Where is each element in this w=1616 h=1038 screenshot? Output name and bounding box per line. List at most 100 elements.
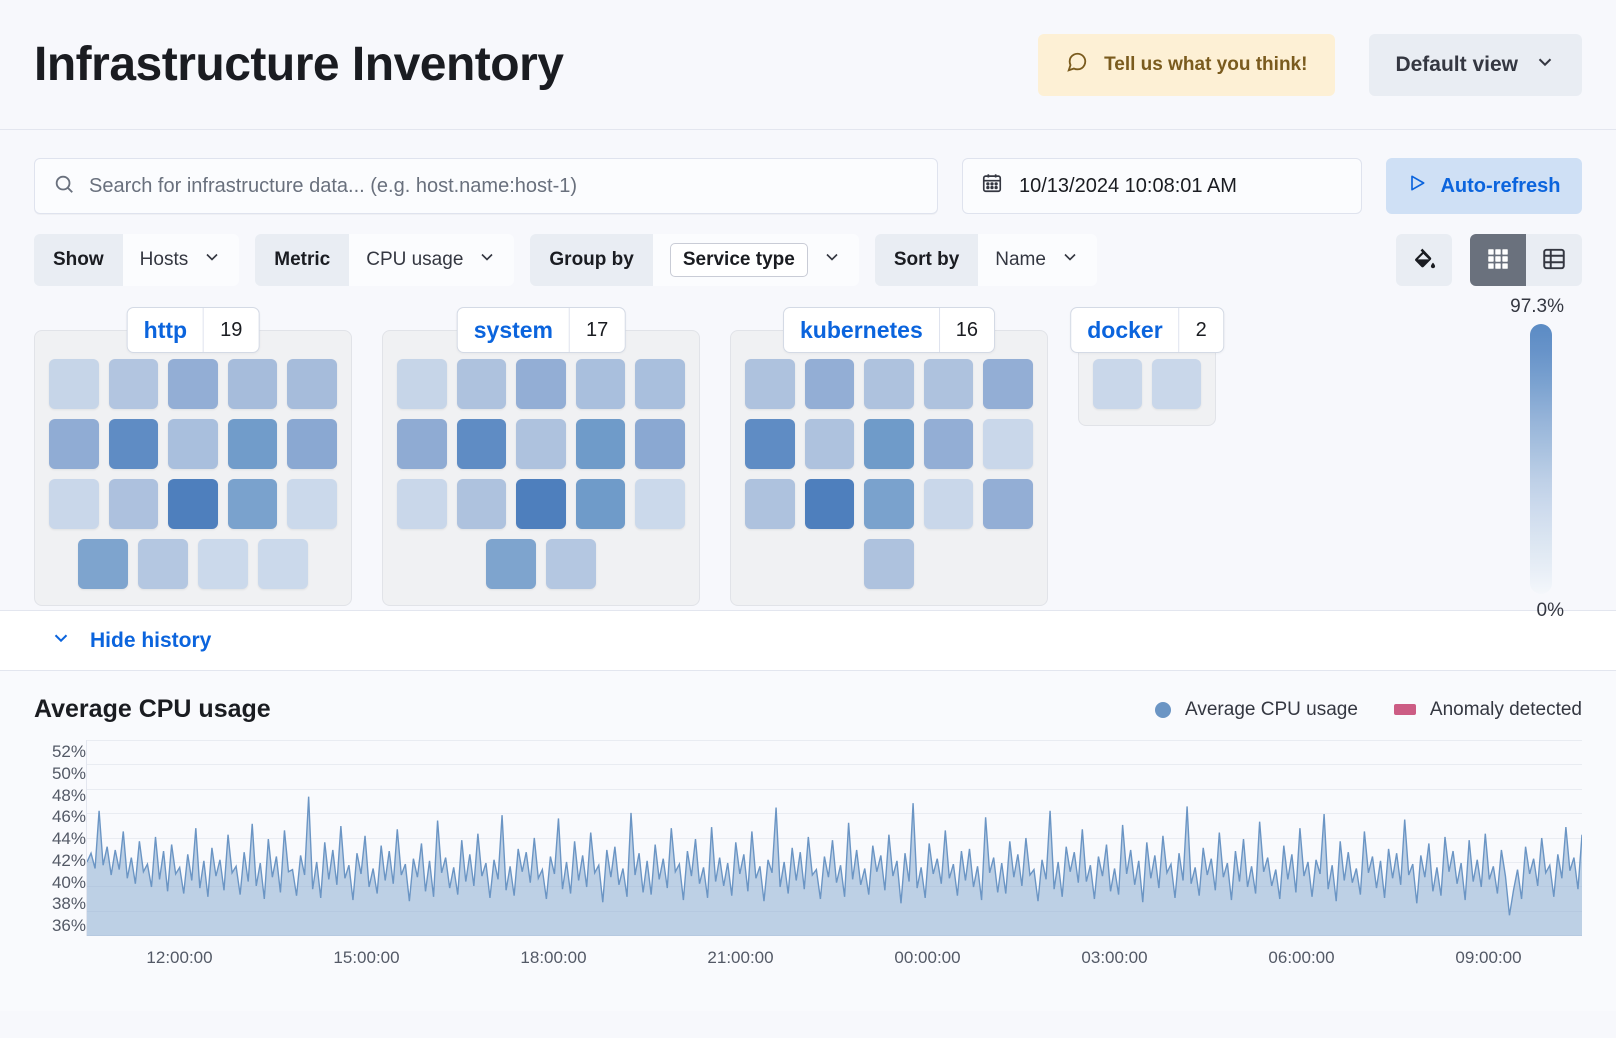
heatmap-cell[interactable] bbox=[804, 479, 855, 529]
group-name-label[interactable]: kubernetes bbox=[800, 316, 923, 343]
paint-bucket-icon-button[interactable] bbox=[1396, 234, 1452, 286]
history-chart-panel: Average CPU usage Average CPU usage Anom… bbox=[0, 671, 1616, 1011]
filter-group-by-label: Group by bbox=[530, 234, 653, 286]
heatmap-cell[interactable] bbox=[923, 419, 974, 469]
table-view-toggle[interactable] bbox=[1526, 234, 1582, 286]
date-picker-value: 10/13/2024 10:08:01 AM bbox=[1019, 174, 1237, 197]
heatmap-cell[interactable] bbox=[108, 479, 159, 529]
view-toggle bbox=[1470, 234, 1582, 286]
group-name-label[interactable]: system bbox=[473, 316, 554, 343]
heatmap-cell[interactable] bbox=[804, 419, 855, 469]
heatmap-cell[interactable] bbox=[49, 359, 99, 409]
heatmap-cell[interactable] bbox=[804, 359, 855, 409]
heatmap-cell[interactable] bbox=[258, 539, 308, 589]
auto-refresh-button[interactable]: Auto-refresh bbox=[1386, 158, 1582, 214]
heatmap-cell[interactable] bbox=[78, 539, 128, 589]
gridline bbox=[87, 813, 1582, 815]
heatmap-cell[interactable] bbox=[864, 479, 914, 529]
heatmap-cell[interactable] bbox=[923, 359, 974, 409]
gridline bbox=[87, 788, 1582, 790]
heatmap-cell[interactable] bbox=[198, 539, 248, 589]
heatmap-cell[interactable] bbox=[635, 359, 685, 409]
chart-plot-area[interactable] bbox=[86, 740, 1582, 936]
table-view-icon bbox=[1541, 246, 1567, 275]
heatmap-cell[interactable] bbox=[456, 479, 507, 529]
heatmap-cell[interactable] bbox=[1093, 359, 1142, 409]
heatmap-cell[interactable] bbox=[864, 359, 914, 409]
heatmap-cell[interactable] bbox=[49, 419, 99, 469]
x-tick-label: 00:00:00 bbox=[894, 948, 961, 967]
heatmap-cell[interactable] bbox=[108, 419, 159, 469]
heatmap-cell[interactable] bbox=[397, 479, 447, 529]
heatmap-cell[interactable] bbox=[486, 539, 536, 589]
heatmap-cell[interactable] bbox=[168, 359, 218, 409]
group-name-label[interactable]: http bbox=[143, 316, 188, 343]
heatmap-cell[interactable] bbox=[287, 419, 337, 469]
heatmap-cell[interactable] bbox=[575, 479, 626, 529]
heatmap-cell[interactable] bbox=[745, 419, 795, 469]
filter-metric-value[interactable]: CPU usage bbox=[349, 234, 515, 286]
cell-row bbox=[1093, 359, 1201, 409]
heatmap-cell[interactable] bbox=[575, 419, 626, 469]
heatmap-cell[interactable] bbox=[138, 539, 188, 589]
heatmap-cell[interactable] bbox=[1152, 359, 1201, 409]
heatmap-cell[interactable] bbox=[983, 419, 1033, 469]
heatmap-cell[interactable] bbox=[864, 539, 914, 589]
cell-row bbox=[745, 479, 1033, 529]
search-input-wrapper[interactable] bbox=[34, 158, 938, 214]
heatmap-cell[interactable] bbox=[227, 359, 278, 409]
heatmap-cell[interactable] bbox=[397, 359, 447, 409]
filter-sort-by-selected: Name bbox=[995, 249, 1046, 270]
color-legend-scale: 97.3% 0% bbox=[1474, 296, 1564, 622]
group-name-label[interactable]: docker bbox=[1087, 316, 1163, 343]
heatmap-cell[interactable] bbox=[168, 479, 218, 529]
chart-legend: Average CPU usage Anomaly detected bbox=[1155, 699, 1582, 721]
heatmap-cell[interactable] bbox=[516, 419, 566, 469]
chevron-down-icon bbox=[202, 247, 222, 273]
heatmap-cell[interactable] bbox=[287, 479, 337, 529]
heatmap-cell[interactable] bbox=[635, 479, 685, 529]
legend-min-value: 0% bbox=[1536, 600, 1564, 621]
cell-row bbox=[49, 539, 337, 589]
heatmap-cell[interactable] bbox=[983, 479, 1033, 529]
y-tick-label: 38% bbox=[51, 894, 86, 914]
heatmap-cell[interactable] bbox=[745, 359, 795, 409]
heatmap-cell[interactable] bbox=[397, 419, 447, 469]
heatmap-cell[interactable] bbox=[49, 479, 99, 529]
comment-icon bbox=[1066, 51, 1088, 79]
heatmap-cell[interactable] bbox=[745, 479, 795, 529]
filter-group-by-selected: Service type bbox=[669, 243, 808, 277]
heatmap-cell[interactable] bbox=[864, 419, 914, 469]
heatmap-cell[interactable] bbox=[168, 419, 218, 469]
default-view-button[interactable]: Default view bbox=[1369, 33, 1582, 96]
heatmap-cell[interactable] bbox=[923, 479, 974, 529]
hide-history-toggle[interactable]: Hide history bbox=[0, 611, 1616, 671]
heatmap-cell[interactable] bbox=[516, 359, 566, 409]
filter-sort-by-value[interactable]: Name bbox=[978, 234, 1097, 286]
grid-view-toggle[interactable] bbox=[1470, 234, 1526, 286]
heatmap-cell[interactable] bbox=[983, 359, 1033, 409]
heatmap-cell[interactable] bbox=[287, 359, 337, 409]
heatmap-cell[interactable] bbox=[575, 359, 626, 409]
page-title: Infrastructure Inventory bbox=[34, 37, 564, 91]
date-picker[interactable]: 10/13/2024 10:08:01 AM bbox=[962, 158, 1362, 214]
heatmap-cell[interactable] bbox=[546, 539, 596, 589]
legend-item-anomaly-detected[interactable]: Anomaly detected bbox=[1393, 699, 1582, 721]
heatmap-cell[interactable] bbox=[227, 419, 278, 469]
heatmap-cell[interactable] bbox=[456, 419, 507, 469]
heatmap-cell[interactable] bbox=[516, 479, 566, 529]
legend-item-average-cpu-usage[interactable]: Average CPU usage bbox=[1155, 699, 1358, 721]
heatmap-cell[interactable] bbox=[227, 479, 278, 529]
feedback-button[interactable]: Tell us what you think! bbox=[1038, 33, 1336, 96]
legend-label: Average CPU usage bbox=[1185, 698, 1358, 720]
heatmap-cell[interactable] bbox=[456, 359, 507, 409]
heatmap-cell[interactable] bbox=[108, 359, 159, 409]
heatmap-cell[interactable] bbox=[635, 419, 685, 469]
filter-group-by-value[interactable]: Service type bbox=[652, 234, 859, 286]
search-input[interactable] bbox=[89, 174, 919, 198]
filter-show-value[interactable]: Hosts bbox=[122, 234, 240, 286]
